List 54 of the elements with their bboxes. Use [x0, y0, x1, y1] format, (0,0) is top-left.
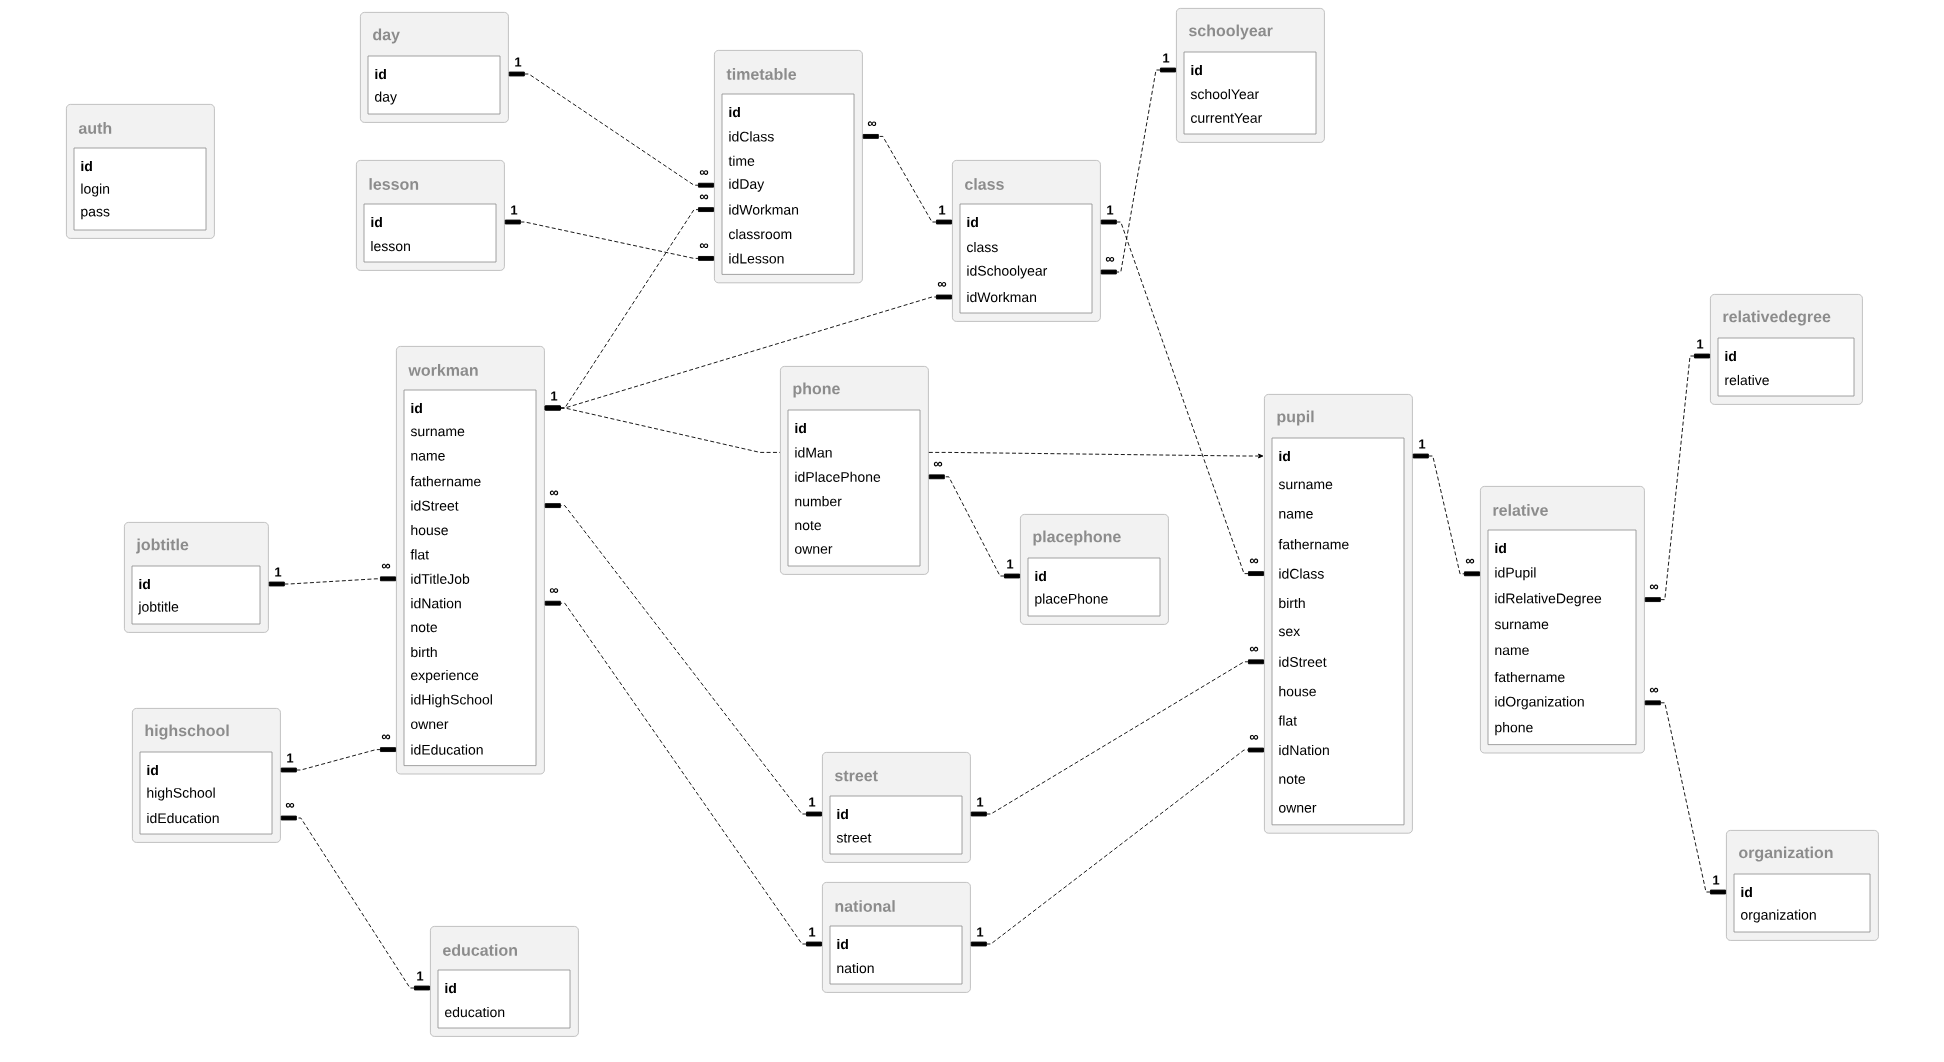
table-title: lesson — [369, 178, 419, 190]
table-title: timetable — [726, 68, 797, 80]
table-title: day — [373, 28, 400, 44]
table-box — [780, 366, 929, 575]
relationship-line — [544, 405, 781, 453]
table-box — [356, 160, 505, 271]
relationship-line — [862, 134, 952, 225]
table-box — [132, 708, 281, 843]
relationship-line — [508, 71, 714, 188]
relationship-line — [928, 474, 1021, 579]
table-title: schoolyear — [1189, 24, 1273, 40]
relationship-line — [544, 503, 822, 817]
table-title: education — [443, 944, 517, 956]
relationship-line — [280, 815, 430, 991]
relationship-line — [1644, 353, 1710, 602]
table-title: highschool — [145, 724, 229, 740]
table-title: auth — [78, 122, 112, 134]
table-title: national — [835, 900, 895, 912]
relationship-line — [268, 576, 396, 587]
relationship-line — [928, 451, 1264, 459]
table-title: placephone — [1033, 530, 1121, 546]
table-box — [1726, 830, 1879, 941]
table-box — [1264, 394, 1413, 834]
table-title: jobtitle — [136, 538, 189, 554]
table-box — [124, 522, 269, 633]
relationship-line — [1100, 67, 1176, 275]
table-title: class — [965, 178, 1004, 190]
table-box — [66, 104, 215, 239]
table-box — [1480, 486, 1645, 754]
table-box — [714, 50, 863, 284]
relationship-line — [1412, 453, 1480, 577]
table-title: relativedegree — [1723, 310, 1831, 326]
relationship-line — [970, 659, 1264, 817]
table-box — [822, 752, 971, 863]
relationship-line — [504, 219, 714, 261]
table-box — [952, 160, 1101, 322]
table-box — [1176, 8, 1325, 143]
table-box — [430, 926, 579, 1037]
table-title: phone — [793, 382, 840, 398]
relationship-line — [1100, 219, 1264, 576]
table-box — [1710, 294, 1863, 405]
table-box — [822, 882, 971, 993]
table-box — [1020, 514, 1169, 625]
table-title: pupil — [1277, 410, 1314, 426]
relationship-line — [280, 747, 396, 773]
table-box — [396, 346, 545, 775]
table-title: relative — [1493, 504, 1548, 516]
relationship-line — [544, 600, 822, 947]
table-box — [360, 12, 509, 123]
table-title: workman — [408, 364, 478, 376]
table-title: street — [835, 770, 878, 782]
relationship-line — [1644, 700, 1726, 895]
relationship-line — [970, 747, 1264, 947]
table-title: organization — [1739, 846, 1833, 862]
